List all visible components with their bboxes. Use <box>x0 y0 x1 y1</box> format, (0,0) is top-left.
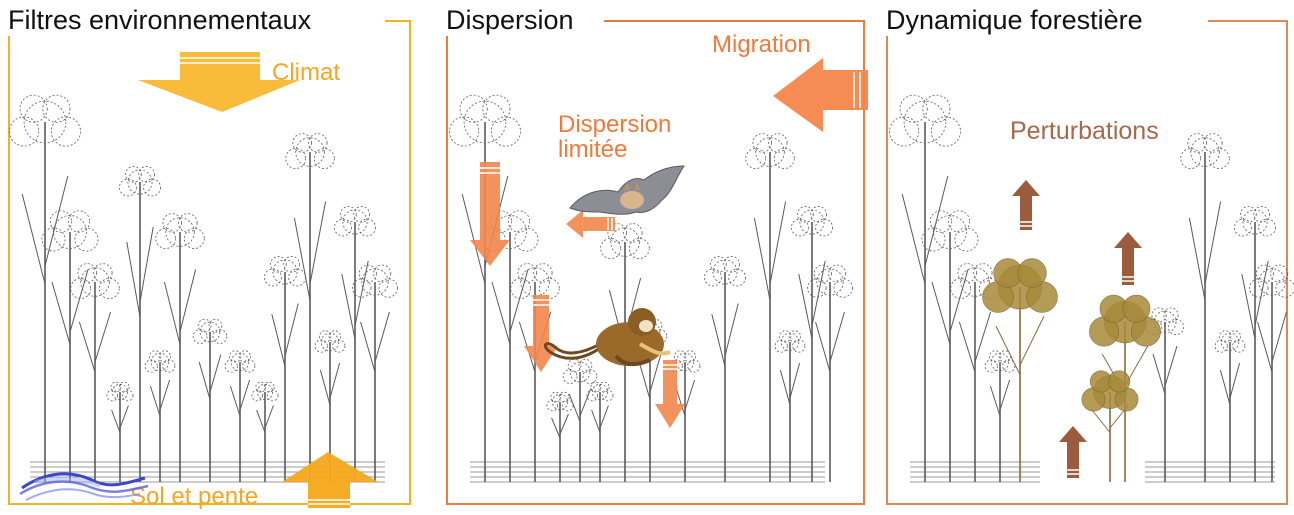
monkey-icon <box>440 0 870 515</box>
panel-forest-dynamics: Dynamique forestière Perturbations <box>880 0 1294 515</box>
panel-environmental-filters: Filtres environnementaux Climat Sol et p… <box>0 0 420 515</box>
wave-icon <box>0 0 420 515</box>
panel-dispersal: Dispersion Migration Dispersion limitée <box>440 0 870 515</box>
disturbance-arrows <box>880 0 1294 515</box>
